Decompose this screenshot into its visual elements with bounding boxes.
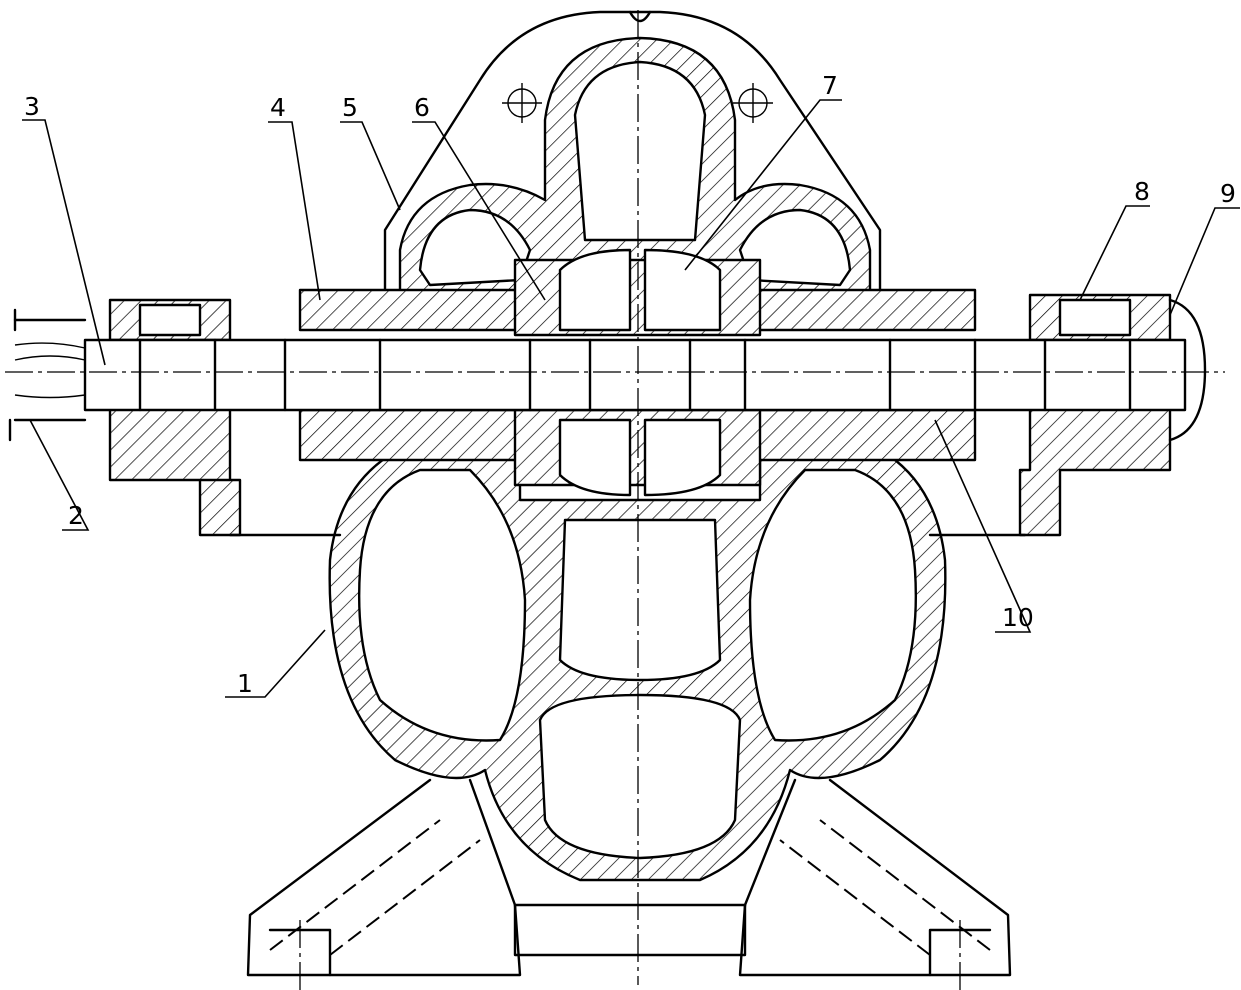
callout-10: 10: [934, 419, 1034, 633]
bearing-end-cover: [1168, 298, 1207, 442]
coupling-end: [8, 308, 87, 442]
bearing-housing-right: [928, 293, 1207, 537]
bearing-housing-left: [108, 298, 342, 537]
callout-8: 8: [1079, 177, 1150, 301]
pump-base: [246, 778, 1012, 990]
callout-6-label: 6: [414, 93, 430, 122]
callout-7: 7: [684, 71, 842, 271]
callout-1-label: 1: [237, 669, 253, 698]
callout-9: 9: [1169, 179, 1240, 316]
callout-5-label: 5: [342, 93, 358, 122]
callout-6: 6: [412, 93, 546, 301]
upper-casing: [383, 10, 882, 292]
callout-9-label: 9: [1220, 179, 1236, 208]
callout-2: 2: [29, 419, 90, 531]
callout-4-label: 4: [270, 93, 286, 122]
callout-2-label: 2: [68, 501, 84, 530]
callout-5: 5: [340, 93, 401, 211]
callout-7-label: 7: [822, 71, 838, 100]
callout-4: 4: [268, 93, 321, 301]
callout-3-label: 3: [24, 92, 40, 121]
callout-1: 1: [225, 629, 326, 698]
upper-volute: [398, 36, 872, 297]
pump-shaft: [83, 338, 1187, 412]
callout-3: 3: [22, 92, 106, 366]
callout-10-label: 10: [1002, 603, 1034, 632]
callout-8-label: 8: [1134, 177, 1150, 206]
